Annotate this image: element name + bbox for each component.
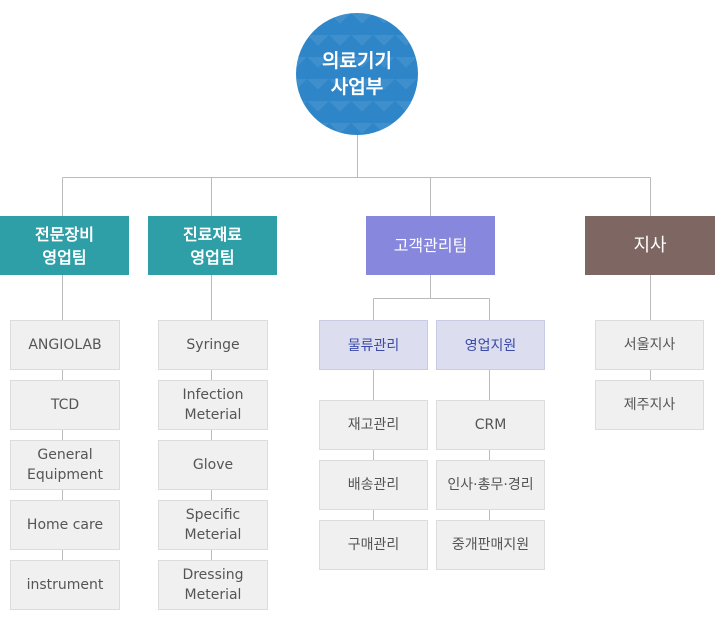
- leaf-label: Meterial: [184, 527, 242, 543]
- leaf-label: Glove: [192, 457, 234, 473]
- leaf-node: Syringe: [158, 320, 268, 370]
- leaf-node: 인사·총무·경리: [436, 460, 545, 510]
- leaf-label: CRM: [474, 417, 507, 433]
- leaf-node: 배송관리: [319, 460, 428, 510]
- team-title-line1: 지사: [633, 235, 667, 256]
- leaf-label: Equipment: [27, 467, 103, 483]
- leaf-node: instrument: [10, 560, 120, 610]
- sub-label: 물류관리: [347, 338, 400, 354]
- leaf-label: instrument: [26, 577, 104, 593]
- leaf-label: 인사·총무·경리: [447, 477, 534, 493]
- leaf-label: Syringe: [186, 337, 240, 353]
- leaf-label: Meterial: [184, 407, 242, 423]
- sub-label: 영업지원: [464, 338, 517, 354]
- root-line1: 의료기기: [322, 50, 392, 72]
- sub-node-sales-support: 영업지원: [436, 320, 545, 370]
- root-line2: 사업부: [330, 76, 384, 98]
- leaf-label: 중개판매지원: [451, 537, 530, 553]
- team-node-customer-management: 고객관리팀: [366, 216, 495, 275]
- team-title-line2: 영업팀: [190, 247, 235, 267]
- team-title-line1: 고객관리팀: [393, 236, 468, 255]
- leaf-label: 제주지사: [623, 397, 676, 413]
- root-node-medical-devices-division: 의료기기 사업부: [296, 13, 418, 135]
- leaf-node: 제주지사: [595, 380, 704, 430]
- leaf-label: ANGIOLAB: [28, 337, 102, 353]
- leaf-node: 서울지사: [595, 320, 704, 370]
- leaf-node: Home care: [10, 500, 120, 550]
- leaf-label: 구매관리: [347, 537, 400, 553]
- team-title-line2: 영업팀: [42, 247, 87, 267]
- sub-node-logistics: 물류관리: [319, 320, 428, 370]
- leaf-label: Infection: [182, 387, 244, 403]
- leaf-label: Meterial: [184, 587, 242, 603]
- leaf-node: 구매관리: [319, 520, 428, 570]
- team-node-branches: 지사: [585, 216, 715, 275]
- leaf-node: ANGIOLAB: [10, 320, 120, 370]
- leaf-node: Glove: [158, 440, 268, 490]
- leaf-node: TCD: [10, 380, 120, 430]
- team-title-line1: 진료재료: [183, 224, 242, 244]
- leaf-label: General: [37, 447, 93, 463]
- leaf-label: 배송관리: [347, 477, 400, 493]
- leaf-label: TCD: [50, 397, 80, 413]
- leaf-node: 중개판매지원: [436, 520, 545, 570]
- leaf-label: 재고관리: [347, 417, 400, 433]
- team-title-line1: 전문장비: [35, 224, 94, 244]
- leaf-label: 서울지사: [623, 337, 676, 353]
- leaf-node: CRM: [436, 400, 545, 450]
- leaf-label: Home care: [26, 517, 104, 533]
- leaf-label: Dressing: [182, 567, 244, 583]
- leaf-node: 재고관리: [319, 400, 428, 450]
- leaf-label: Specific: [185, 507, 241, 523]
